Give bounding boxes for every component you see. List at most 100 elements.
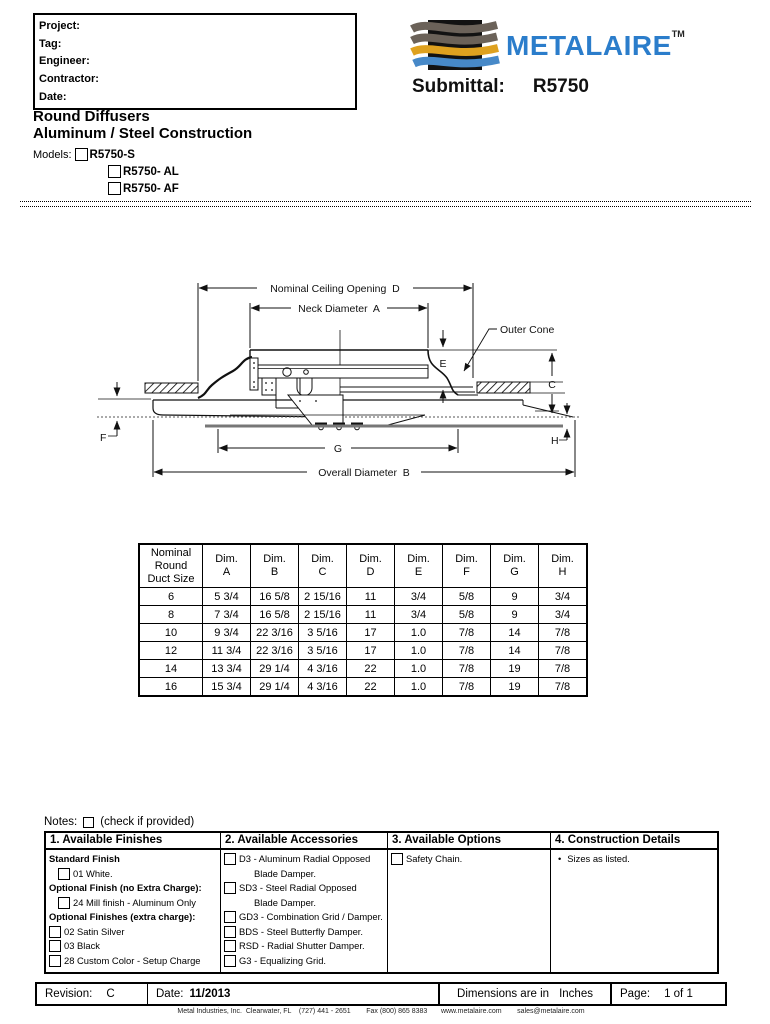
brand-wordmark: METALAIRETM: [506, 29, 685, 62]
finishes-group-extra-charge: Optional Finishes (extra charge):: [49, 911, 196, 922]
dim-cell: 13 3/4: [202, 659, 251, 678]
header-dim-c: Dim.C: [298, 543, 347, 588]
dim-cell: 12: [138, 641, 203, 660]
dim-label-overall-diameter-b: Overall Diameter B: [318, 467, 410, 479]
accessory-checkbox-gd3[interactable]: [224, 911, 236, 924]
company-contact-line: Metal Industries, Inc. Clearwater, FL (7…: [177, 1008, 585, 1015]
dim-cell: 7/8: [442, 623, 491, 642]
submittal-title: Submittal: R5750: [412, 76, 589, 98]
header-dim-e: Dim.E: [394, 543, 443, 588]
dim-label-h: H: [551, 435, 559, 447]
form-field-contractor[interactable]: Contractor:: [39, 73, 99, 86]
dim-cell: 7/8: [538, 641, 588, 660]
model-checkbox-r5750-s[interactable]: [74, 148, 88, 161]
option-label: Safety Chain.: [406, 853, 463, 864]
dim-cell: 4 3/16: [298, 677, 347, 697]
dim-cell: 1.0: [394, 677, 443, 697]
dim-cell: 3/4: [538, 605, 588, 624]
accessory-label: BDS - Steel Butterfly Damper.: [239, 925, 364, 937]
finish-checkbox-03-black[interactable]: [49, 940, 61, 953]
notes-checkbox[interactable]: [83, 816, 95, 828]
dim-label-ceiling-opening-d: Nominal Ceiling Opening D: [270, 283, 400, 295]
accessory-label: D3 - Aluminum Radial Opposed: [239, 853, 371, 864]
header-dim-d: Dim.D: [346, 543, 395, 588]
notes-hint: (check if provided): [100, 816, 195, 828]
header-dim-a: Dim.A: [202, 543, 251, 588]
accessory-checkbox-d3[interactable]: [224, 853, 236, 866]
dim-cell: 3/4: [394, 587, 443, 606]
header-dim-h: Dim.H: [538, 543, 588, 588]
finishes-group-standard: Standard Finish: [49, 853, 120, 864]
dim-label-g: G: [334, 443, 342, 455]
logo-waves-icon: [410, 20, 500, 70]
header-duct-size: Nominal Round Duct Size: [138, 543, 203, 588]
dim-cell: 3/4: [538, 587, 588, 606]
dim-cell: 10: [138, 623, 203, 642]
models-section: Models: R5750-S R5750- AL R5750- AF: [33, 146, 179, 197]
header-dim-f: Dim.F: [442, 543, 491, 588]
dimensions-label: Dimensions are in: [457, 988, 550, 1000]
dim-cell: 1.0: [394, 659, 443, 678]
finish-checkbox-01-white[interactable]: [58, 867, 70, 880]
model-checkbox-r5750-af[interactable]: [108, 182, 121, 195]
dim-cell: 19: [490, 659, 539, 678]
models-label: Models:: [33, 148, 72, 161]
option-checkbox-safety-chain[interactable]: [391, 853, 403, 866]
notes-line: Notes: (check if provided): [44, 816, 194, 828]
submittal-number: R5750: [532, 76, 589, 97]
submittal-label: Submittal:: [412, 76, 505, 97]
finish-label: 01 White.: [73, 867, 113, 879]
section-divider: [20, 201, 751, 207]
title-line1: Round Diffusers: [33, 108, 150, 125]
revision-cell: Revision: C: [37, 984, 148, 1004]
accessory-checkbox-rsd[interactable]: [224, 940, 236, 953]
dim-cell: 22 3/16: [250, 641, 299, 660]
form-field-project[interactable]: Project:: [39, 19, 80, 32]
page-value: 1 of 1: [664, 988, 693, 1000]
finish-label: 28 Custom Color - Setup Charge: [64, 954, 201, 966]
finish-checkbox-28-custom-color[interactable]: [49, 954, 61, 967]
finish-label: 03 Black: [64, 940, 100, 951]
finish-label: 02 Satin Silver: [64, 925, 125, 937]
header-dim-b: Dim.B: [250, 543, 299, 588]
finish-checkbox-24-mill[interactable]: [58, 896, 70, 909]
date-label: Date:: [156, 988, 184, 1000]
accessory-checkbox-g3[interactable]: [224, 954, 236, 967]
dimensions-unit: Inches: [559, 988, 593, 1000]
dim-cell: 9: [490, 587, 539, 606]
construction-header: 4. Construction Details: [551, 833, 717, 850]
accessory-checkbox-sd3[interactable]: [224, 882, 236, 895]
dim-cell: 1.0: [394, 641, 443, 660]
dim-label-e: E: [439, 358, 446, 370]
available-options-column: 3. Available Options Safety Chain.: [387, 833, 550, 972]
dim-cell: 29 1/4: [250, 659, 299, 678]
outer-cone-label: Outer Cone: [500, 324, 554, 336]
model-label-r5750-af: R5750- AF: [123, 182, 179, 195]
dim-cell: 7/8: [538, 677, 588, 697]
form-field-tag[interactable]: Tag:: [39, 37, 62, 50]
form-field-engineer[interactable]: Engineer:: [39, 55, 90, 68]
dim-cell: 17: [346, 623, 395, 642]
dim-cell: 2 15/16: [298, 587, 347, 606]
form-field-date[interactable]: Date:: [39, 91, 67, 104]
dim-cell: 7/8: [442, 641, 491, 660]
construction-details-column: 4. Construction Details • Sizes as liste…: [550, 833, 717, 972]
finish-label: 24 Mill finish - Aluminum Only: [73, 896, 196, 908]
dimensions-table: Nominal Round Duct Size Dim.A Dim.B Dim.…: [138, 543, 588, 697]
notes-label: Notes:: [44, 816, 78, 828]
dim-cell: 22: [346, 677, 395, 697]
available-finishes-column: 1. Available Finishes Standard Finish 01…: [46, 833, 220, 972]
dim-cell: 5 3/4: [202, 587, 251, 606]
finish-checkbox-02-satin-silver[interactable]: [49, 925, 61, 938]
model-checkbox-r5750-al[interactable]: [108, 165, 121, 178]
dim-cell: 1.0: [394, 623, 443, 642]
accessory-label: RSD - Radial Shutter Damper.: [239, 940, 365, 951]
dim-cell: 11 3/4: [202, 641, 251, 660]
accessory-checkbox-bds[interactable]: [224, 925, 236, 938]
